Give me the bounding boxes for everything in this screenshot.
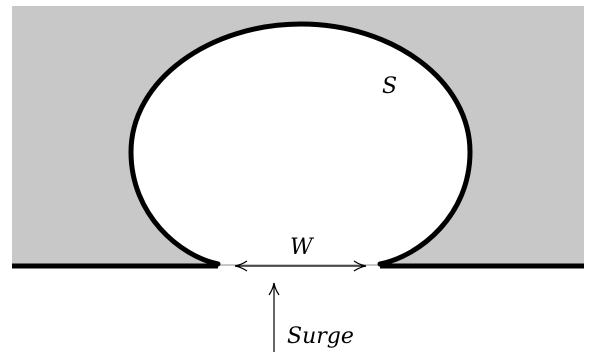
basin-fill (131, 24, 470, 264)
region-label: S (382, 74, 397, 99)
width-label: W (290, 235, 315, 260)
basin-outline (128, 21, 473, 267)
surge-label: Surge (287, 324, 354, 349)
